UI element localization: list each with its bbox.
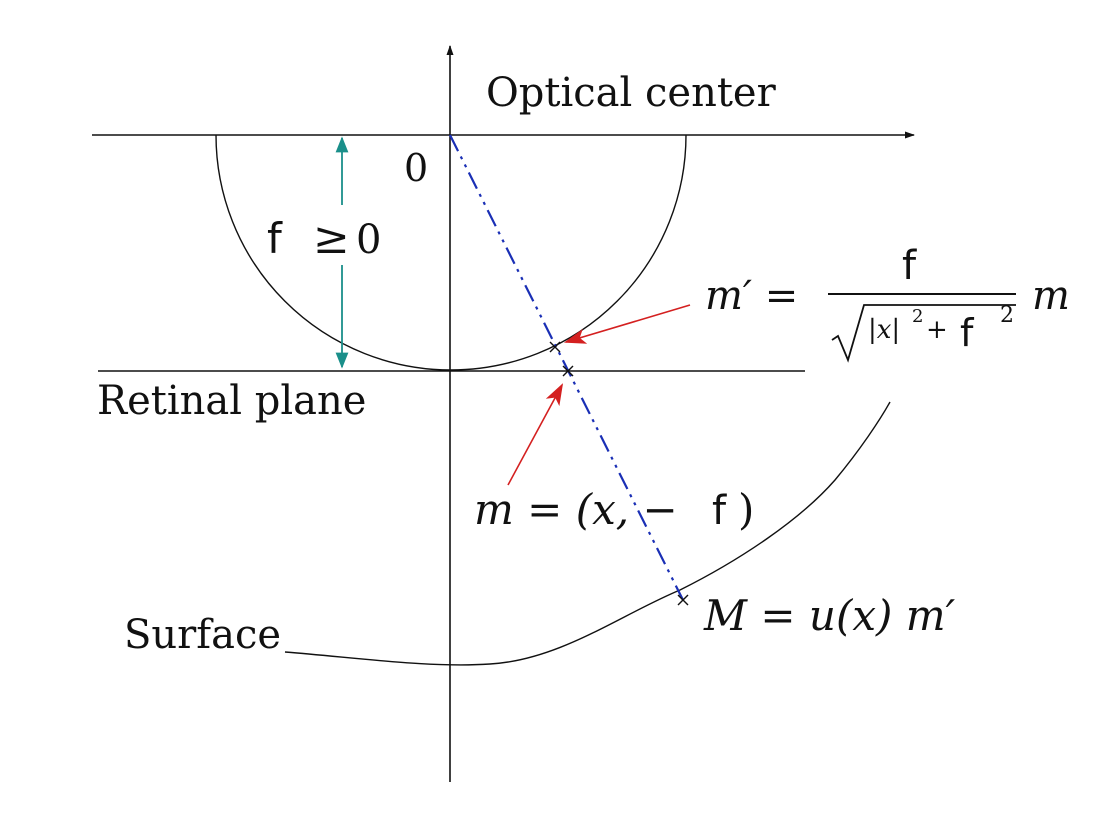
m-equation-left: m = (x, − xyxy=(474,485,678,534)
m-prime-numerator: f xyxy=(902,243,917,289)
m-equation: m = (x, − f ) xyxy=(474,485,754,534)
retinal-plane-label: Retinal plane xyxy=(97,378,366,424)
den-sq: 2 xyxy=(912,306,923,327)
focal-length-label: f ≥ 0 xyxy=(267,213,381,264)
optical-center-label: Optical center xyxy=(486,70,777,116)
den-f-sq: 2 xyxy=(1000,303,1014,328)
sqrt-sign xyxy=(831,304,1016,363)
focal-f-symbol: f xyxy=(267,214,283,263)
den-f: f xyxy=(960,311,975,355)
pointer-arrow-m-prime xyxy=(563,304,691,344)
den-plus: + xyxy=(926,315,948,345)
M-equation: M = u(x) m′ xyxy=(703,591,956,640)
origin-label: 0 xyxy=(404,146,428,190)
surface-label: Surface xyxy=(124,612,281,658)
surface-curve xyxy=(284,401,891,666)
focal-zero: 0 xyxy=(356,217,381,263)
m-equation-close: ) xyxy=(738,485,754,534)
focal-geq-symbol: ≥ xyxy=(313,213,350,264)
point-m-marker xyxy=(562,365,574,377)
m-equation-f: f xyxy=(712,488,727,534)
projection-ray xyxy=(449,134,684,601)
den-abs-x: |x| xyxy=(868,315,900,345)
point-m-prime-marker xyxy=(549,341,561,353)
m-prime-equation: m′ = f |x| 2 + f 2 m xyxy=(705,243,1070,363)
point-M-marker xyxy=(677,594,689,606)
hemisphere-arc xyxy=(215,134,687,371)
m-prime-lhs: m′ = xyxy=(705,273,798,319)
pointer-arrow-m xyxy=(507,383,564,486)
m-prime-rhs: m xyxy=(1032,273,1070,319)
